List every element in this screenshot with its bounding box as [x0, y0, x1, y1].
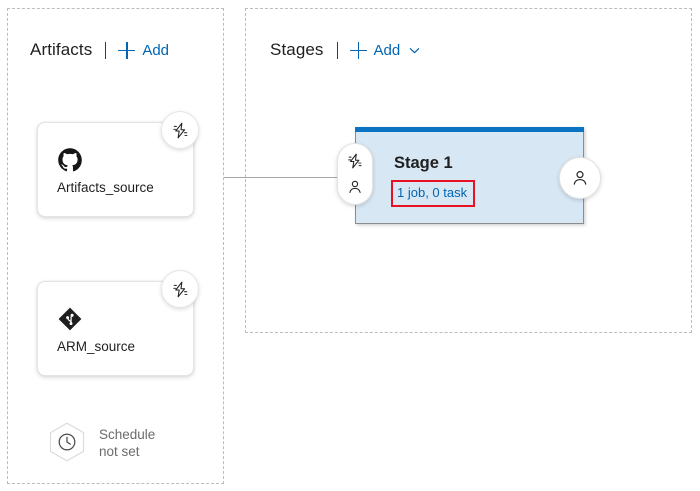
add-artifact-button[interactable]: Add [118, 41, 170, 59]
artifacts-title: Artifacts [30, 40, 93, 59]
artifact-trigger-badge[interactable] [161, 111, 199, 149]
header-divider [105, 41, 107, 59]
artifact-name: ARM_source [57, 339, 136, 354]
lightning-bolt-icon [172, 122, 187, 138]
stage-summary-highlight[interactable]: 1 job, 0 task [391, 180, 476, 207]
stage-accent-bar [355, 127, 584, 132]
schedule-label: Schedule not set [99, 427, 156, 459]
artifact-name: Artifacts_source [57, 180, 154, 195]
plus-icon [118, 41, 136, 59]
lightning-bolt-icon [348, 153, 362, 169]
header-divider [336, 41, 338, 59]
stage-node[interactable]: Stage 1 1 job, 0 task [355, 127, 584, 224]
plus-icon [349, 41, 367, 59]
schedule-trigger[interactable]: Schedule not set [44, 420, 155, 466]
artifact-to-stage-connector [224, 177, 347, 178]
stages-header: Stages Add [270, 38, 420, 62]
post-deployment-conditions-button[interactable] [559, 157, 601, 199]
azure-repos-git-icon [57, 306, 83, 332]
person-icon [349, 180, 361, 193]
github-icon [57, 147, 83, 173]
add-stage-label: Add [373, 41, 401, 59]
artifacts-panel [7, 8, 224, 484]
pre-deployment-conditions-button[interactable] [337, 143, 373, 205]
lightning-bolt-icon [172, 281, 187, 297]
clock-icon [44, 420, 90, 466]
add-artifact-label: Add [142, 41, 170, 59]
stage-summary-link[interactable]: 1 job, 0 task [397, 185, 468, 200]
chevron-down-icon [410, 47, 420, 53]
stages-panel [245, 8, 692, 333]
person-icon [573, 171, 587, 185]
stage-title: Stage 1 [394, 154, 453, 172]
artifacts-header: Artifacts Add [30, 38, 169, 62]
add-stage-button[interactable]: Add [349, 41, 421, 59]
artifact-trigger-badge[interactable] [161, 270, 199, 308]
stages-title: Stages [270, 40, 324, 59]
